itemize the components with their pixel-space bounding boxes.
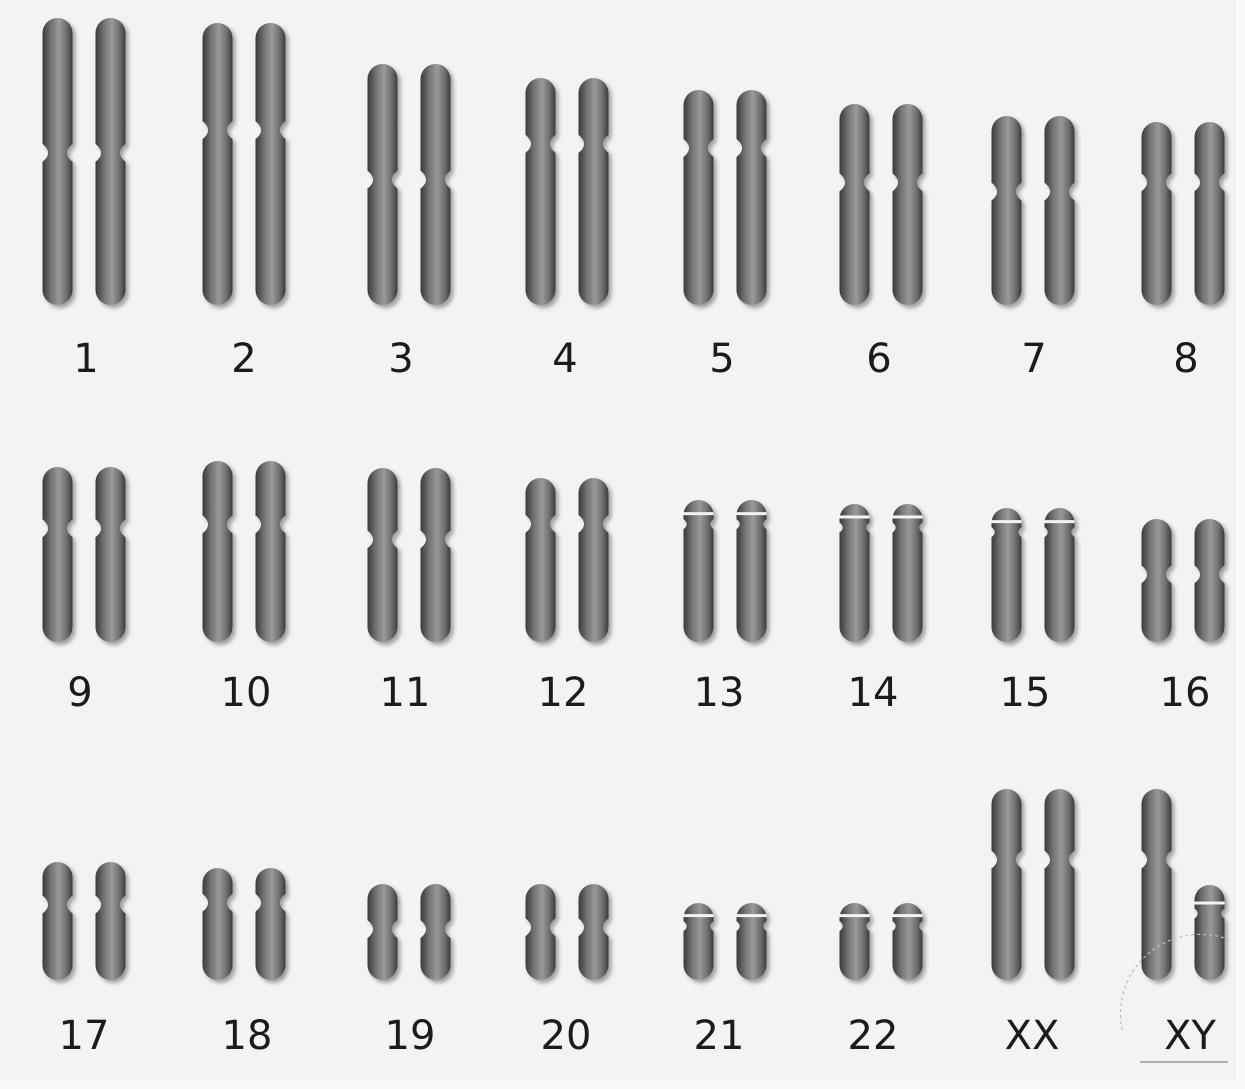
chromosome-XX-2	[1045, 789, 1075, 980]
satellite-band-14-2	[893, 515, 923, 518]
chromosome-4-2	[579, 78, 609, 305]
panel-right-edge	[1236, 0, 1245, 1089]
pair-label-21: 21	[694, 1013, 745, 1059]
chromosome-12-2	[579, 478, 609, 642]
chromosome-4-1	[526, 78, 556, 305]
chromosome-7-1	[992, 116, 1022, 305]
pair-label-10: 10	[221, 670, 272, 716]
pair-label-XY: XY	[1164, 1013, 1216, 1059]
pair-label-1: 1	[73, 336, 98, 382]
satellite-band-15-1	[992, 520, 1022, 523]
chromosome-9-2	[96, 467, 126, 642]
chromosome-16-2	[1195, 519, 1225, 642]
chromosome-16-1	[1142, 519, 1172, 642]
satellite-band-15-2	[1045, 520, 1075, 523]
pair-label-17: 17	[59, 1013, 110, 1059]
pair-label-20: 20	[541, 1013, 592, 1059]
chromosome-10-2	[256, 461, 286, 642]
pair-label-19: 19	[385, 1013, 436, 1059]
pair-label-4: 4	[552, 336, 577, 382]
satellite-band-22-2	[893, 914, 923, 917]
chromosome-17-2	[96, 862, 126, 980]
chromosome-3-2	[421, 64, 451, 305]
chromosome-11-2	[421, 468, 451, 642]
chromosome-6-1	[840, 104, 870, 305]
satellite-band-21-1	[684, 914, 714, 917]
chromosome-XY-2	[1195, 885, 1225, 980]
pair-label-16: 16	[1160, 670, 1211, 716]
chromosome-8-2	[1195, 122, 1225, 305]
pair-label-9: 9	[67, 670, 92, 716]
pair-label-13: 13	[694, 670, 745, 716]
pair-label-8: 8	[1173, 336, 1198, 382]
chromosome-1-2	[96, 18, 126, 305]
chromosome-18-1	[203, 868, 233, 980]
chromosome-15-1	[992, 508, 1022, 642]
satellite-band-22-1	[840, 914, 870, 917]
panel-bottom-edge	[0, 1080, 1245, 1089]
chromosome-14-1	[840, 504, 870, 642]
pair-label-6: 6	[866, 336, 891, 382]
chromosome-9-1	[43, 467, 73, 642]
satellite-band-13-2	[737, 512, 767, 515]
chromosome-3-1	[368, 64, 398, 305]
pair-label-12: 12	[538, 670, 589, 716]
chromosome-7-2	[1045, 116, 1075, 305]
pair-label-XX: XX	[1005, 1013, 1060, 1059]
satellite-band-13-1	[684, 512, 714, 515]
chromosome-20-2	[579, 884, 609, 980]
pair-label-2: 2	[231, 336, 256, 382]
chromosome-12-1	[526, 478, 556, 642]
pair-label-5: 5	[709, 336, 734, 382]
pair-label-18: 18	[222, 1013, 273, 1059]
chromosome-XY-1	[1142, 789, 1172, 980]
satellite-band-14-1	[840, 515, 870, 518]
chromosome-1-1	[43, 18, 73, 305]
chromosome-8-1	[1142, 122, 1172, 305]
chromosome-14-2	[893, 504, 923, 642]
chromosome-20-1	[526, 884, 556, 980]
pair-label-14: 14	[848, 670, 899, 716]
pair-label-11: 11	[380, 670, 431, 716]
chromosome-10-1	[203, 461, 233, 642]
chromosome-5-2	[737, 90, 767, 305]
chromosome-11-1	[368, 468, 398, 642]
chromosome-2-2	[256, 23, 286, 305]
pair-label-7: 7	[1021, 336, 1046, 382]
chromosome-6-2	[893, 104, 923, 305]
chromosome-2-1	[203, 23, 233, 305]
satellite-band-XY-2	[1195, 902, 1225, 905]
pair-label-22: 22	[848, 1013, 899, 1059]
chromosome-18-2	[256, 868, 286, 980]
chromosome-XX-1	[992, 789, 1022, 980]
pair-label-3: 3	[388, 336, 413, 382]
chromosome-5-1	[684, 90, 714, 305]
chromosome-15-2	[1045, 508, 1075, 642]
chromosome-17-1	[43, 862, 73, 980]
chromosome-13-2	[737, 500, 767, 642]
chromosome-13-1	[684, 500, 714, 642]
satellite-band-21-2	[737, 914, 767, 917]
pair-label-15: 15	[1000, 670, 1051, 716]
